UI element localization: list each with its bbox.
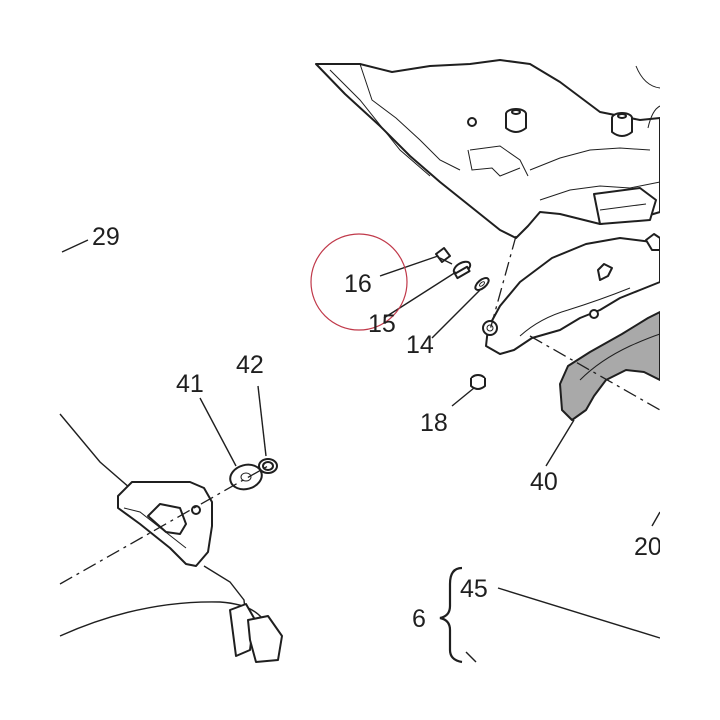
upper-housing: [315, 59, 661, 239]
callout-14: 14: [406, 331, 434, 359]
callout-29: 29: [92, 223, 120, 251]
group-brace: [439, 566, 463, 664]
rubber-grip: [559, 311, 661, 421]
callout-20: 20: [634, 533, 662, 561]
left-bracket-assembly: [59, 413, 283, 663]
callout-18: 18: [420, 409, 448, 437]
assembly-center-lines: [59, 235, 661, 585]
callout-15: 15: [368, 310, 396, 338]
highlight-circle: [310, 233, 408, 331]
leader-lines: [61, 239, 661, 663]
callout-40: 40: [530, 468, 558, 496]
callout-6: 6: [412, 605, 426, 633]
small-screws: [435, 247, 490, 390]
callout-42: 42: [236, 351, 264, 379]
rubber-grip-contour: [579, 333, 661, 381]
callout-16: 16: [344, 270, 372, 298]
callout-45: 45: [460, 575, 488, 603]
right-edge-mask: [660, 0, 720, 720]
guard-bracket-assembly: [482, 233, 661, 355]
callout-41: 41: [176, 370, 204, 398]
